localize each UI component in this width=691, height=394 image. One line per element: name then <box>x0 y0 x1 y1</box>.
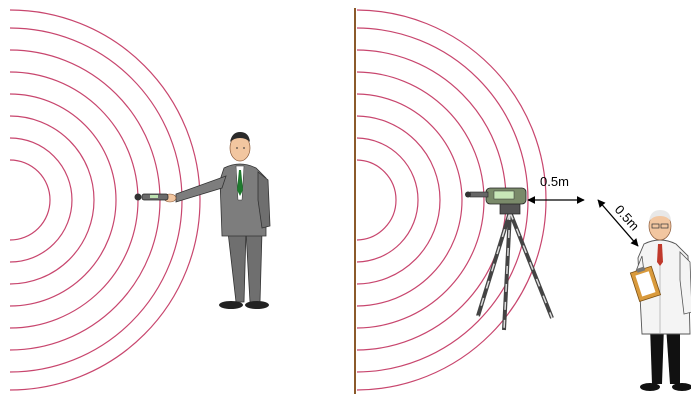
handheld-sound-level-meter <box>135 194 169 201</box>
sound-wave-arc <box>357 138 418 262</box>
sound-wave-arc <box>10 94 116 306</box>
technician-with-clipboard <box>630 210 691 391</box>
man-in-suit <box>164 132 270 309</box>
sound-wave-arc <box>10 138 72 262</box>
sound-level-meter-on-tripod <box>465 188 552 330</box>
sound-wave-arc <box>357 94 462 306</box>
sound-wave-arc <box>10 116 94 284</box>
distance-to-wall-label: 0.5m <box>540 174 569 189</box>
sound-wave-arc <box>357 160 396 240</box>
sound-wave-arc <box>357 116 440 284</box>
sound-wave-arc <box>10 72 138 328</box>
distance-to-person-label: 0.5m <box>612 202 642 234</box>
sound-wave-arc <box>357 72 484 328</box>
distance-to-person-dimension: 0.5m <box>598 200 642 246</box>
sound-wave-arc <box>10 160 50 240</box>
distance-to-wall-dimension: 0.5m <box>528 174 584 200</box>
